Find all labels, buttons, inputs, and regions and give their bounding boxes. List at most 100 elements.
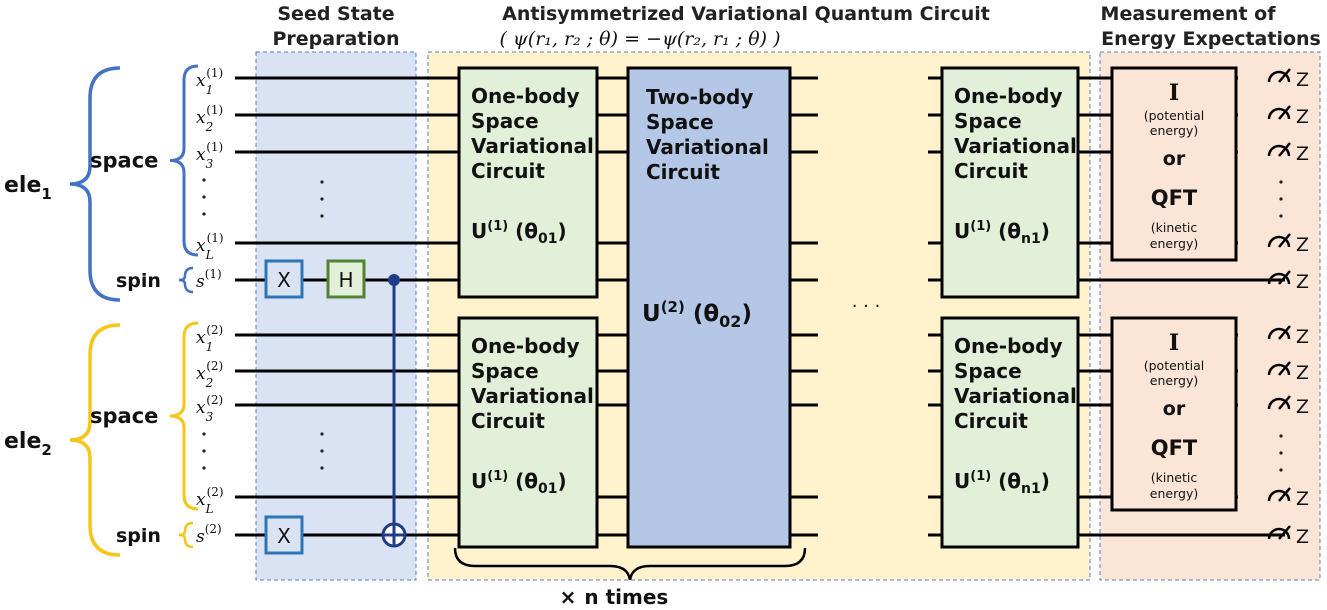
- seed-title-line1: Seed State: [277, 3, 394, 25]
- qubit-label: x3(2): [196, 393, 223, 424]
- left-labels: ele1spacespinx1(1)x2(1)x3(1)xL(1)s(1)ele…: [4, 64, 224, 557]
- ellipsis-dot: [320, 466, 324, 470]
- x-gate-2: [264, 515, 304, 555]
- measurement-title-line2: Energy Expectations: [1101, 28, 1321, 50]
- spin-qubit-label: s(1): [196, 267, 222, 292]
- measurement-op2: QFT: [1151, 436, 1198, 460]
- x-gate-2-label: X: [277, 524, 291, 548]
- one-body-unitary: U(1) (θ01): [471, 219, 567, 247]
- ellipsis-dot: [202, 432, 206, 436]
- one-body-line: Space: [471, 359, 539, 383]
- electron-label: ele2: [4, 429, 52, 459]
- ellipsis-dot: [1279, 214, 1283, 218]
- meter-basis: Z: [1296, 526, 1309, 548]
- one-body-line: Space: [471, 109, 539, 133]
- ellipsis-dot: [1279, 180, 1283, 184]
- one-body-line: One-body: [471, 84, 580, 108]
- one-body-box-a2: [457, 316, 599, 549]
- measurement-note: energy): [1150, 373, 1198, 388]
- qubit-label: xL(2): [196, 485, 224, 516]
- meter-basis: Z: [1296, 234, 1309, 256]
- electron-brace: [69, 323, 121, 557]
- two-body-line: Variational: [646, 135, 769, 159]
- qubit-label: x1(1): [196, 66, 223, 97]
- space-brace: [169, 321, 199, 511]
- meter-icon: [1267, 325, 1291, 340]
- h-gate-label: H: [338, 268, 353, 292]
- one-body-unitary: U(1) (θn1): [954, 469, 1050, 497]
- one-body-line: Variational: [954, 384, 1077, 408]
- spin-brace: [178, 521, 194, 549]
- meter-basis: Z: [1296, 396, 1309, 418]
- measurement-or: or: [1163, 148, 1186, 170]
- avqc-formula: ( ψ(r₁, r₂ ; θ) = −ψ(r₂, r₁ ; θ) ): [499, 28, 780, 50]
- one-body-line: One-body: [471, 334, 580, 358]
- ellipsis-dot: [202, 178, 206, 182]
- seed-section: [255, 51, 417, 581]
- ellipsis-dot: [202, 466, 206, 470]
- meter-icon: [1267, 105, 1291, 120]
- two-body-line: Space: [646, 110, 714, 134]
- one-body-line: Space: [954, 359, 1022, 383]
- one-body-line: One-body: [954, 334, 1063, 358]
- one-body-line: Variational: [954, 134, 1077, 158]
- meter-icon: [1267, 525, 1291, 540]
- measurement-op2: QFT: [1151, 186, 1198, 210]
- ellipsis-dot: [1279, 451, 1283, 455]
- one-body-line: Circuit: [471, 159, 545, 183]
- two-body-box: [626, 66, 792, 549]
- one-body-line: One-body: [954, 84, 1063, 108]
- ellipsis-dot: [202, 449, 206, 453]
- measurement-op1: I: [1169, 80, 1179, 106]
- meter-basis: Z: [1296, 106, 1309, 128]
- meter-basis: Z: [1296, 143, 1309, 165]
- x-gate-1: [264, 259, 304, 299]
- meter-basis: Z: [1296, 326, 1309, 348]
- measurement-box-top: [1110, 66, 1238, 262]
- avqc-title: Antisymmetrized Variational Quantum Circ…: [502, 3, 990, 25]
- meter-basis: Z: [1296, 362, 1309, 384]
- measurement-note: (kinetic: [1151, 470, 1198, 485]
- spin-label: spin: [116, 270, 161, 292]
- one-body-unitary: U(1) (θ01): [471, 469, 567, 497]
- ellipsis-dot: [320, 432, 324, 436]
- one-body-line: Circuit: [954, 159, 1028, 183]
- qubit-label: x2(1): [196, 103, 223, 134]
- one-body-line: Space: [954, 109, 1022, 133]
- ellipsis-dot: [202, 212, 206, 216]
- two-body-line: Circuit: [646, 160, 720, 184]
- one-body-box-b1: [940, 66, 1080, 299]
- x-gate-1-label: X: [277, 268, 291, 292]
- two-body-line: Two-body: [646, 85, 753, 109]
- meter-icon: [1267, 270, 1291, 285]
- cnot-control: [388, 274, 400, 286]
- one-body-box-b2: [940, 316, 1080, 549]
- meter-basis: Z: [1296, 271, 1309, 293]
- seed-title-line2: Preparation: [273, 28, 400, 50]
- one-body-line: Variational: [471, 134, 594, 158]
- spin-brace: [178, 266, 194, 294]
- ellipsis-dot: [320, 449, 324, 453]
- space-label: space: [90, 149, 158, 173]
- measurement-note: (potential: [1144, 358, 1204, 373]
- electron-label: ele1: [4, 173, 52, 203]
- one-body-box-a1: [457, 66, 599, 299]
- meter-icon: [1267, 68, 1291, 83]
- qubit-label: xL(1): [196, 231, 224, 262]
- two-body-unitary: U(2) (θ02): [642, 298, 752, 331]
- space-brace: [169, 64, 199, 257]
- one-body-unitary: U(1) (θn1): [954, 219, 1050, 247]
- repeat-prefix: ×: [560, 585, 577, 609]
- middle-ellipsis: · · ·: [852, 296, 881, 317]
- measurement-or: or: [1163, 398, 1186, 420]
- one-body-line: Circuit: [471, 409, 545, 433]
- electron-brace: [69, 66, 121, 302]
- measurement-note: energy): [1150, 486, 1198, 501]
- measurement-note: energy): [1150, 123, 1198, 138]
- ellipsis-dot: [320, 180, 324, 184]
- measurement-note: (potential: [1144, 108, 1204, 123]
- qubit-label: x2(2): [196, 359, 223, 390]
